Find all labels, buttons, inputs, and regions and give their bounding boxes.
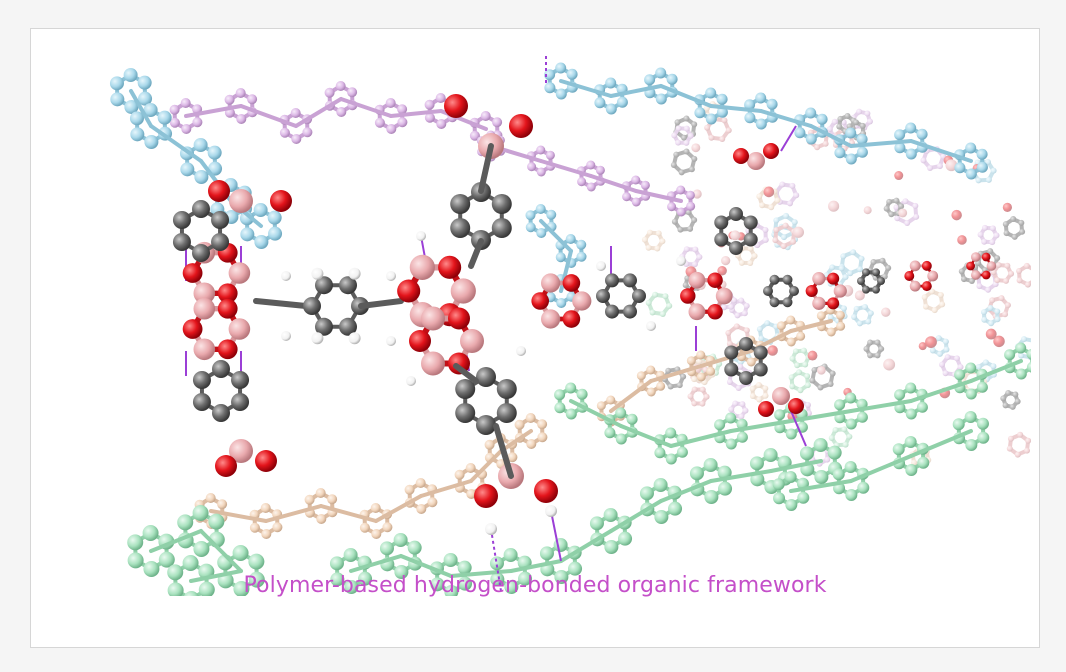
figure-caption: Polymer-based hydrogen-bonded organic fr… xyxy=(243,573,827,598)
figure-card: Polymer-based hydrogen-bonded organic fr… xyxy=(30,28,1040,648)
molecular-framework-image xyxy=(91,51,1031,596)
